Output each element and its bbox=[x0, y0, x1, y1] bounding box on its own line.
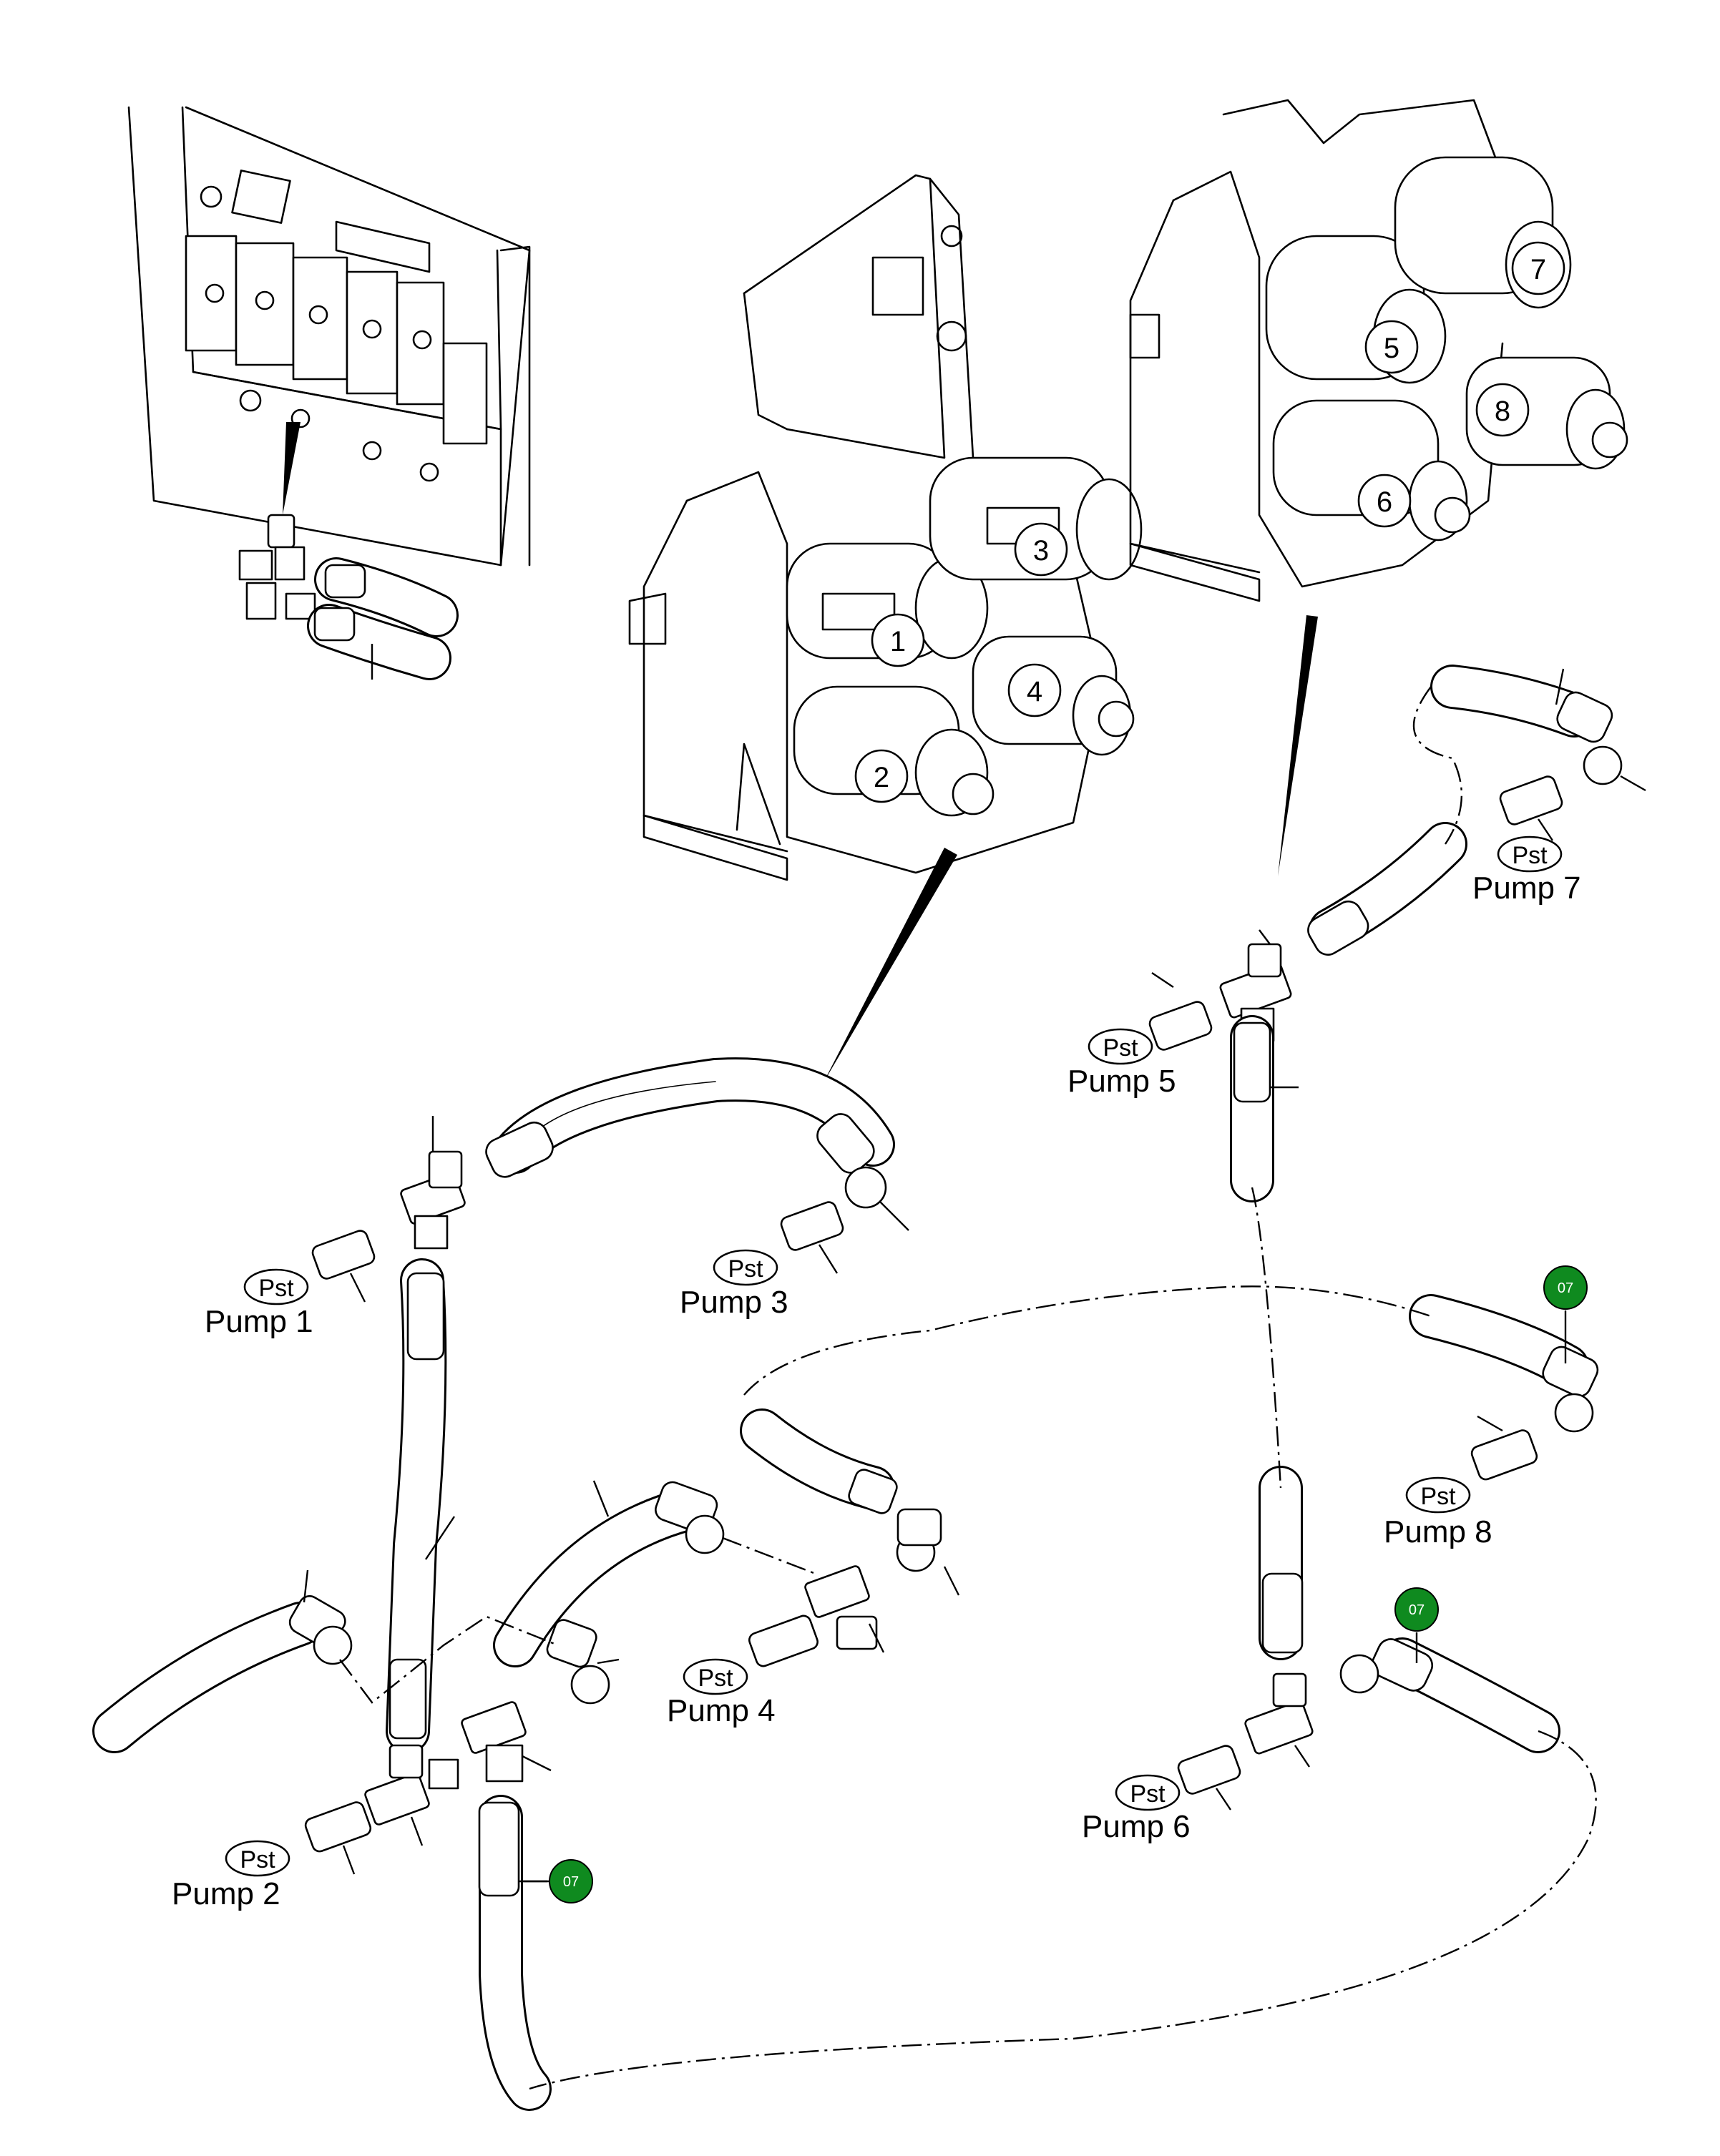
svg-text:Pump 1: Pump 1 bbox=[205, 1304, 313, 1339]
label-pump-7: Pst Pump 7 bbox=[1472, 836, 1581, 906]
label-pump-5: Pst Pump 5 bbox=[1067, 1028, 1176, 1099]
hose-routing-dashed-lines bbox=[339, 686, 1597, 2090]
reference-badge[interactable]: 07 bbox=[1394, 1587, 1439, 1663]
fitting-pump-3 bbox=[780, 1201, 844, 1274]
label-pump-3: Pst Pump 3 bbox=[680, 1249, 788, 1320]
svg-text:Pst: Pst bbox=[698, 1665, 733, 1692]
svg-text:Pump 5: Pump 5 bbox=[1067, 1064, 1176, 1099]
svg-text:6: 6 bbox=[1377, 486, 1392, 518]
tee-fitting-pump-2-a bbox=[461, 1619, 620, 1783]
pump-unit-5-8: 5 6 7 8 bbox=[1129, 99, 1628, 876]
svg-text:7: 7 bbox=[1530, 254, 1546, 285]
callout-wedge bbox=[823, 848, 957, 1084]
svg-text:Pump 8: Pump 8 bbox=[1384, 1514, 1492, 1549]
hose-assembly-pump-2-4 bbox=[92, 1408, 960, 2111]
reference-badge[interactable]: 07 bbox=[1543, 1265, 1588, 1363]
svg-text:8: 8 bbox=[1495, 396, 1510, 427]
svg-text:07: 07 bbox=[1558, 1280, 1573, 1296]
svg-text:Pst: Pst bbox=[1512, 842, 1548, 869]
control-valve-cabinet bbox=[127, 106, 531, 680]
fitting-pump-8 bbox=[1470, 1415, 1538, 1481]
label-pump-4: Pst Pump 4 bbox=[667, 1658, 776, 1728]
hose-assembly-pump-5-7 bbox=[1148, 665, 1646, 1202]
label-pump-2: Pst Pump 2 bbox=[172, 1840, 290, 1911]
fitting-pump-7 bbox=[1499, 775, 1563, 841]
tee-fitting-pump-4 bbox=[804, 1565, 885, 1653]
svg-text:07: 07 bbox=[1409, 1602, 1425, 1618]
fitting-pump-5 bbox=[1148, 972, 1213, 1051]
svg-text:07: 07 bbox=[563, 1874, 579, 1890]
svg-text:Pump 6: Pump 6 bbox=[1082, 1809, 1191, 1844]
svg-text:5: 5 bbox=[1384, 333, 1399, 364]
svg-text:Pump 2: Pump 2 bbox=[172, 1876, 280, 1911]
svg-text:Pst: Pst bbox=[258, 1275, 294, 1302]
tee-fitting-pump-1 bbox=[400, 1116, 466, 1250]
tee-fitting-pump-2-b bbox=[364, 1744, 459, 1846]
svg-text:2: 2 bbox=[874, 762, 889, 793]
pump-unit-1-4: 1 2 3 4 bbox=[628, 174, 1143, 1084]
reference-badge[interactable]: 07 bbox=[522, 1859, 593, 1903]
svg-text:3: 3 bbox=[1033, 535, 1049, 567]
label-pump-6: Pst Pump 6 bbox=[1082, 1774, 1191, 1844]
hose-assembly-pump-1-3 bbox=[311, 1057, 909, 1753]
svg-text:Pst: Pst bbox=[1420, 1483, 1456, 1510]
label-pump-8: Pst Pump 8 bbox=[1384, 1476, 1492, 1549]
pump-number-badge-1: 1 bbox=[871, 613, 925, 667]
fitting-pump-1 bbox=[311, 1230, 376, 1303]
fitting-pump-2 bbox=[304, 1801, 372, 1875]
cabinet-hoses bbox=[307, 557, 459, 680]
hose-assembly-pump-8 bbox=[1409, 1294, 1599, 1481]
svg-text:Pst: Pst bbox=[728, 1255, 763, 1283]
pump-number-badge-3: 3 bbox=[1014, 522, 1068, 577]
svg-text:Pst: Pst bbox=[240, 1846, 275, 1873]
cabinet-tee-fitting bbox=[238, 514, 316, 620]
hose-assembly-pump-6 bbox=[1177, 1466, 1560, 1810]
pump-number-badge-8: 8 bbox=[1475, 383, 1530, 437]
label-pump-1: Pst Pump 1 bbox=[205, 1268, 313, 1339]
svg-text:Pst: Pst bbox=[1130, 1780, 1166, 1808]
pump-number-badge-7: 7 bbox=[1511, 241, 1565, 295]
pump-body-2 bbox=[793, 685, 995, 817]
svg-text:1: 1 bbox=[890, 626, 906, 657]
svg-text:Pump 4: Pump 4 bbox=[667, 1693, 776, 1728]
pump-number-badge-2: 2 bbox=[854, 749, 909, 803]
svg-text:4: 4 bbox=[1027, 676, 1042, 707]
valve-block-stack bbox=[185, 235, 488, 482]
pump-number-badge-4: 4 bbox=[1007, 663, 1062, 717]
svg-text:Pump 7: Pump 7 bbox=[1472, 871, 1581, 906]
pump-number-badge-6: 6 bbox=[1357, 474, 1412, 528]
pump-number-badge-5: 5 bbox=[1364, 320, 1419, 374]
svg-text:Pst: Pst bbox=[1103, 1034, 1138, 1062]
svg-text:Pump 3: Pump 3 bbox=[680, 1285, 788, 1320]
fitting-pump-6 bbox=[1177, 1745, 1241, 1810]
tee-fitting-pump-6 bbox=[1244, 1672, 1314, 1768]
callout-wedge bbox=[283, 422, 300, 515]
fitting-pump-4 bbox=[748, 1614, 819, 1667]
callout-wedge bbox=[1278, 615, 1318, 876]
